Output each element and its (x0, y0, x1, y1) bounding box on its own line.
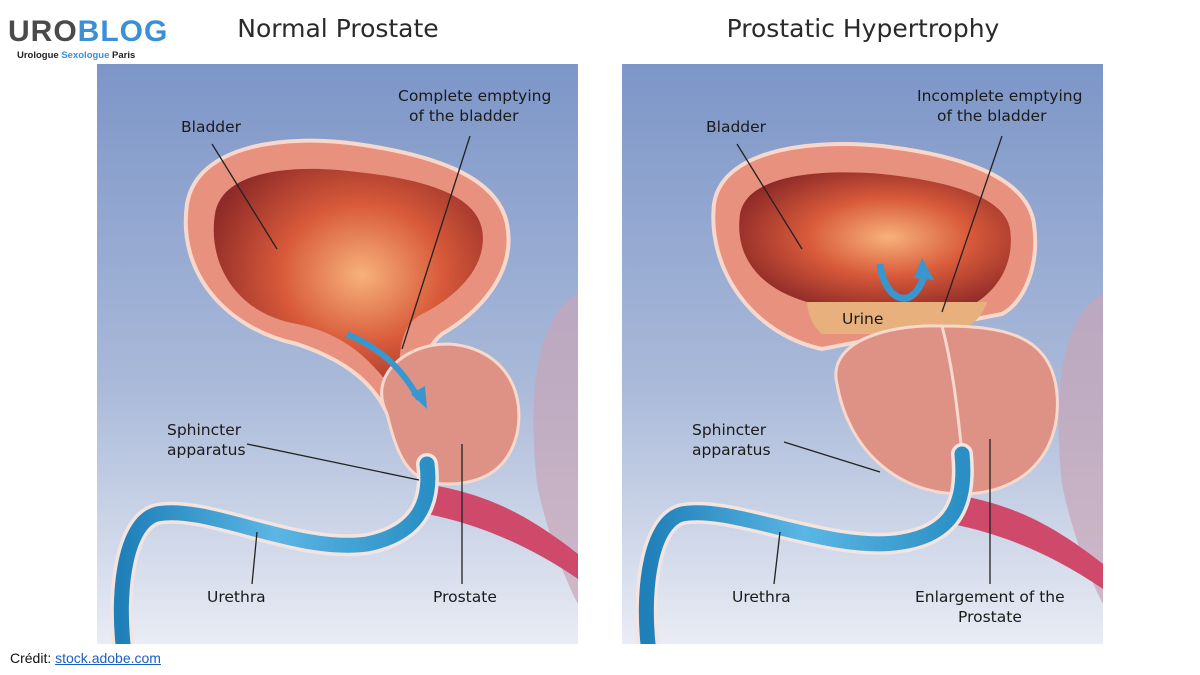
label-sphincter-line2: apparatus (167, 441, 246, 459)
label-sphincter-line1: Sphincter (167, 421, 242, 439)
prostate-lobe-line (940, 325, 964, 455)
credit-link[interactable]: stock.adobe.com (55, 650, 161, 666)
leader-lines (211, 135, 471, 585)
label-urethra: Urethra (207, 588, 266, 606)
flow-arrow (345, 331, 422, 401)
label-urethra: Urethra (732, 588, 791, 606)
rectum-shape (533, 294, 578, 604)
label-prostate: Prostate (433, 588, 497, 606)
logo-tagline: Urologue Sexologue Paris (17, 50, 136, 61)
label-urine: Urine (842, 310, 883, 328)
urethra-tube (113, 456, 436, 644)
label-enlargement-line1: Enlargement of the (915, 588, 1065, 606)
urolog-logo: UROBLOG Urologue Sexologue Paris (8, 15, 178, 62)
label-sphincter-line2: apparatus (692, 441, 771, 459)
label-bladder: Bladder (706, 118, 767, 136)
enlarged-prostate (834, 324, 1059, 496)
label-sphincter-line1: Sphincter (692, 421, 767, 439)
reflux-arrow-head (914, 258, 934, 280)
reflux-arrow (876, 263, 928, 302)
label-emptying-line1: Incomplete emptying (917, 87, 1082, 105)
rectum-shape (1058, 294, 1103, 604)
bladder-lumen (213, 168, 483, 404)
label-bladder: Bladder (181, 118, 242, 136)
hypertrophy-panel: Bladder Incomplete emptying of the bladd… (622, 64, 1103, 644)
flow-arrow-head (411, 386, 427, 409)
bladder-lumen (739, 172, 1011, 302)
label-emptying-line1: Complete emptying (398, 87, 551, 105)
blood-vessel (427, 484, 578, 579)
label-emptying-line2: of the bladder (937, 107, 1047, 125)
urethra-tube (638, 446, 971, 644)
logo-wordmark: UROBLOG (8, 15, 169, 48)
normal-prostate-panel: Bladder Complete emptying of the bladder… (97, 64, 578, 644)
normal-prostate-diagram: Bladder Complete emptying of the bladder… (97, 64, 578, 644)
image-credit: Crédit: stock.adobe.com (10, 650, 161, 666)
hypertrophy-labels: Bladder Incomplete emptying of the bladd… (692, 87, 1082, 626)
normal-labels: Bladder Complete emptying of the bladder… (167, 87, 551, 606)
normal-prostate-title: Normal Prostate (237, 14, 439, 43)
label-enlargement-line2: Prostate (958, 608, 1022, 626)
leader-lines (736, 135, 1003, 585)
hypertrophy-title: Prostatic Hypertrophy (726, 14, 1000, 43)
label-emptying-line2: of the bladder (409, 107, 519, 125)
hypertrophy-diagram: Bladder Incomplete emptying of the bladd… (622, 64, 1103, 644)
